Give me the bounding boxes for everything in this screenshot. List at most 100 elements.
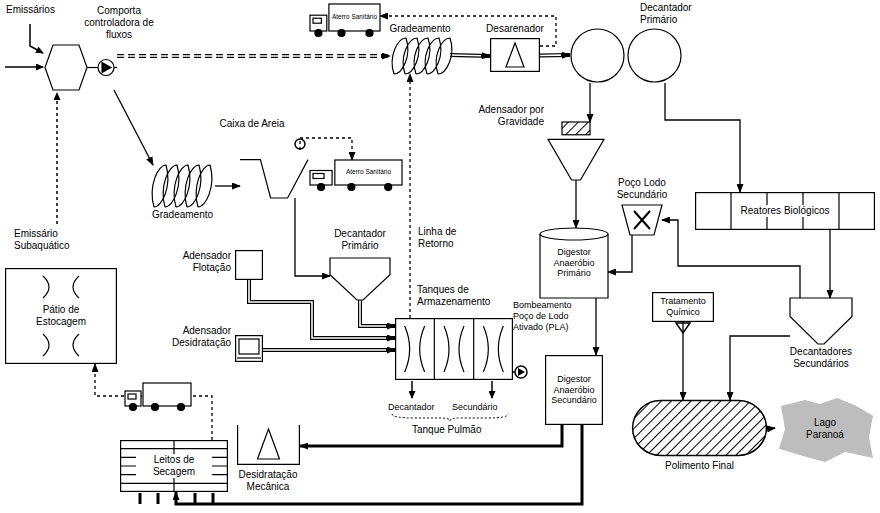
lake-shape: Lago Paranoá: [775, 396, 875, 462]
funnel-outline: [548, 139, 604, 180]
tank-outline: [540, 228, 608, 298]
pump-symbol: [515, 366, 527, 378]
press-base: [237, 357, 261, 358]
double-line-core: [263, 349, 386, 351]
node-shape: [490, 38, 540, 72]
flow-connector: [589, 83, 590, 122]
box-outline: [546, 356, 603, 425]
truck-cargo: [335, 160, 402, 185]
flow-connector: [117, 54, 390, 58]
edge-label: Linha de Retorno: [418, 226, 494, 250]
process-box: Tratamento Químico: [652, 292, 714, 322]
screen-bar: [414, 38, 430, 74]
node-label: Desidratação Mecânica: [228, 469, 308, 493]
inflow-line: [30, 24, 43, 53]
grit-box: Caixa de Areia: [240, 150, 308, 198]
flow-connector: [295, 198, 330, 276]
flow-connector: [665, 83, 740, 192]
filter-outline: [633, 401, 767, 456]
flow-connector: [608, 235, 632, 272]
flow-connector: [450, 55, 490, 56]
pile-symbol: [43, 334, 79, 356]
pump-symbol: [518, 368, 525, 376]
truck-wheel: [348, 184, 355, 191]
truck-cab: [310, 15, 327, 31]
box-outline: [236, 251, 263, 280]
node-label: Lago Paranoá: [795, 417, 855, 441]
pile-symbol: [43, 276, 79, 298]
plant-label: Bombeamento Poço de Lodo Ativado (PLA): [513, 300, 591, 332]
node-shape: [150, 165, 215, 207]
flow-connector: [114, 90, 153, 165]
bracket: [392, 414, 508, 421]
node-label: Tanques de Armazenamento: [417, 284, 509, 308]
node-label: Leitos de Secagem: [136, 454, 212, 478]
hopper-outline: [240, 160, 308, 198]
node-label: Pátio de Estocagem: [26, 304, 96, 328]
digester-box: Digestor Anaeróbio Secundário: [545, 355, 603, 425]
double-line-core: [117, 55, 381, 57]
box-outline: [236, 336, 263, 362]
unit-outline: [238, 425, 300, 464]
plant-label: Emissários: [6, 4, 86, 16]
screen-bar: [392, 38, 408, 74]
flow-connector: [300, 138, 352, 160]
node-shape: [570, 28, 682, 83]
lake-area: [779, 398, 873, 462]
plant-label: Emissário Subaquático: [14, 228, 104, 252]
flow-connector: [767, 428, 775, 429]
screen-symbol: Gradeamento: [150, 165, 215, 207]
node-label: Adensador Desidratação: [157, 325, 231, 349]
screen-bar: [425, 38, 441, 74]
mixer-symbol: [405, 326, 425, 372]
flow-connector: [300, 425, 562, 446]
node-label: Adensador por Gravidade: [440, 104, 544, 128]
node-label: Aterro Sanitário: [336, 161, 401, 184]
cell-divider: [838, 192, 839, 230]
tank-outline: [491, 39, 540, 72]
cone-symbol: [506, 43, 524, 67]
flow-connector: [409, 74, 410, 318]
flow-connector: [829, 230, 830, 298]
cell-divider: [434, 318, 435, 380]
double-line-core: [360, 300, 386, 326]
flow-connector: [263, 348, 395, 352]
node-label: Poço Lodo Secundário: [600, 177, 684, 201]
funnel-outline: [790, 298, 852, 344]
clarifier-circle: [571, 29, 624, 82]
truck-cargo: [329, 4, 380, 31]
node-shape: [240, 150, 308, 198]
node-label: Decantadores Secundários: [781, 346, 861, 370]
flow-connector: [176, 425, 582, 504]
cell-divider: [473, 318, 474, 380]
node-shape: [330, 258, 390, 300]
node-label: Adensador Flotação: [157, 250, 231, 274]
clarifier-funnel: Decantadores Secundários: [790, 298, 852, 344]
funnel-outline: [330, 258, 390, 300]
node-label: Digestor Anaeróbio Secundário: [549, 374, 599, 406]
node-label: Reatores Biológicos: [738, 205, 833, 217]
screen-symbol: Gradeamento: [390, 38, 450, 74]
screen-bar: [174, 165, 190, 207]
grit-chamber: Desarenador: [490, 38, 540, 72]
tank-rim: [540, 234, 608, 240]
node-shape: [45, 45, 117, 90]
flow-connector: [730, 336, 790, 400]
flow-connector: [360, 300, 395, 326]
box-outline: [396, 319, 513, 380]
truck-wheel: [338, 30, 345, 37]
node-label: Desarenador: [480, 23, 550, 35]
node-shape: [235, 250, 263, 280]
box-outline: [121, 441, 228, 492]
screen-bar: [152, 165, 168, 207]
node-label: Caixa de Areia: [212, 118, 292, 130]
flotation-unit: Adensador Flotação: [235, 250, 263, 280]
truck-window: [313, 174, 324, 179]
box-outline: [6, 269, 117, 364]
thickener-drive: [562, 122, 590, 135]
flow-connector: [662, 220, 800, 298]
pump-symbol: [102, 63, 111, 73]
screen-bar: [163, 165, 179, 207]
node-label: Tratamento Químico: [656, 296, 710, 318]
double-line-core: [450, 54, 481, 56]
